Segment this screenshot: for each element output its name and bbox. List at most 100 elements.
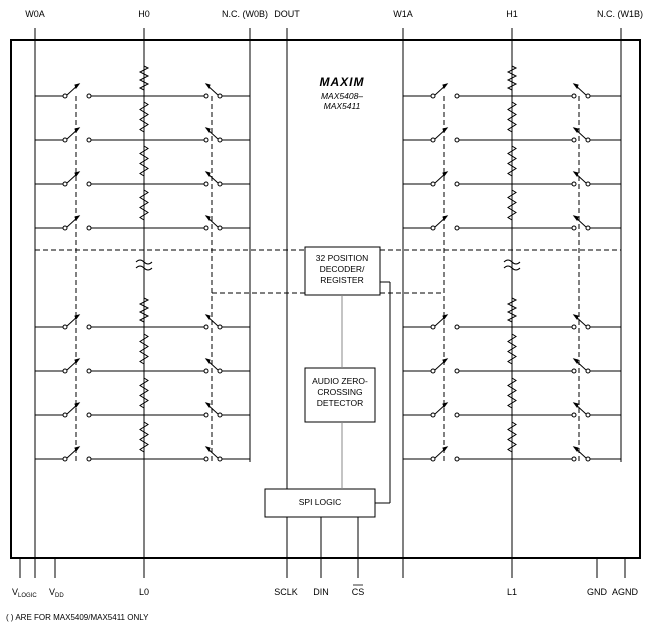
pot1-row5-switch-a-contact <box>454 368 460 374</box>
pot0-row2-switch-a-pivot <box>62 181 68 187</box>
pot0-row0-switch-a-pivot <box>62 93 68 99</box>
maxim-logo-text: MAXIM <box>320 75 365 89</box>
zero-crossing-block <box>304 367 376 423</box>
pot1-row3-switch-a-pivot <box>430 225 436 231</box>
pot1-row0-switch-a-arrow <box>442 83 449 90</box>
pin-label-h0: H0 <box>138 9 150 19</box>
pot0-row5-switch-b-arrow <box>204 358 211 365</box>
pot0-row4-switch-a-contact <box>86 324 92 330</box>
pot1-row0-switch-b-contact <box>571 93 577 99</box>
footnote: ( ) ARE FOR MAX5409/MAX5411 ONLY <box>6 613 149 622</box>
pot1-break-2 <box>503 265 521 271</box>
pot1-break-1 <box>503 259 521 265</box>
internal-wiring <box>19 28 626 578</box>
pot1-row4-switch-b-pivot <box>585 324 591 330</box>
pin-label-w1a: W1A <box>393 9 413 19</box>
pot0-row7-switch-b-contact <box>203 456 209 462</box>
part-number-line2: MAX5411 <box>324 101 361 111</box>
pot1-row1-switch-a-pivot <box>430 137 436 143</box>
pot1-row3-switch-b-pivot <box>585 225 591 231</box>
pin-label-cs: CS <box>352 587 365 597</box>
zero-crossing-label-line3: DETECTOR <box>317 398 364 408</box>
pot0-row6-switch-b-arrow <box>204 402 211 409</box>
pot0-row6-switch-a-contact <box>86 412 92 418</box>
pot1-row1-switch-b-pivot <box>585 137 591 143</box>
decoder-block <box>304 246 381 296</box>
pot0-row1-switch-b-contact <box>203 137 209 143</box>
pin-label-din: DIN <box>313 587 329 597</box>
pot1-row2-switch-a-contact <box>454 181 460 187</box>
pot0-row4-switch-b-contact <box>203 324 209 330</box>
pot0-row7-switch-b-arrow <box>204 446 211 453</box>
pot0-row0-switch-a-contact <box>86 93 92 99</box>
pot0-row3-switch-b-arrow <box>204 215 211 222</box>
chip-outline <box>10 39 641 559</box>
pot0-break-1 <box>135 259 153 265</box>
pot1-row4-switch-b-contact <box>571 324 577 330</box>
pot1-row4-switch-a-pivot <box>430 324 436 330</box>
pot0-res-5 <box>138 297 150 323</box>
pot1-res-3 <box>507 145 517 177</box>
pot1-row2-switch-a-pivot <box>430 181 436 187</box>
pot1-row5-switch-b-pivot <box>585 368 591 374</box>
pot0-row2-switch-b-pivot <box>217 181 223 187</box>
pot0-row7-switch-b-pivot <box>217 456 223 462</box>
pin-label-nc-w1b: N.C. (W1B) <box>597 9 643 19</box>
pot0-res-8 <box>139 421 149 453</box>
pot1-row6-switch-b-pivot <box>585 412 591 418</box>
spi-logic-block <box>264 488 376 518</box>
pot0-row4-switch-b-arrow <box>204 314 211 321</box>
pot1-row5-switch-a-pivot <box>430 368 436 374</box>
pin-label-gnd: GND <box>587 587 608 597</box>
pot1-row4-switch-a-contact <box>454 324 460 330</box>
part-number-line1: MAX5408– <box>321 91 363 101</box>
pot1-row0-switch-b-pivot <box>585 93 591 99</box>
pot0-row3-switch-a-pivot <box>62 225 68 231</box>
pot1-row6-switch-b-arrow <box>572 402 579 409</box>
pot0-res-2 <box>139 101 149 133</box>
pin-label-w0a: W0A <box>25 9 45 19</box>
pot0-row3-switch-a-contact <box>86 225 92 231</box>
pot0-row3-switch-b-contact <box>203 225 209 231</box>
pot0-row1-switch-b-pivot <box>217 137 223 143</box>
pot1-res-2 <box>507 101 517 133</box>
spi-logic-label: SPI LOGIC <box>299 497 342 507</box>
pot0-row1-switch-b-arrow <box>204 127 211 134</box>
pot0-res-6 <box>139 333 149 365</box>
zero-crossing-label-line2: CROSSING <box>317 387 362 397</box>
pot1-row2-switch-b-arrow <box>572 171 579 178</box>
pin-label-sclk: SCLK <box>274 587 298 597</box>
pot0-row7-switch-a-contact <box>86 456 92 462</box>
pot1-row2-switch-b-contact <box>571 181 577 187</box>
pot1-row4-switch-b-arrow <box>572 314 579 321</box>
pin-label-nc-w0b: N.C. (W0B) <box>222 9 268 19</box>
pot1-row3-switch-a-contact <box>454 225 460 231</box>
pin-label-dout: DOUT <box>274 9 300 19</box>
pot0-row4-switch-a-pivot <box>62 324 68 330</box>
pot1-row3-switch-b-contact <box>571 225 577 231</box>
pot1-res-1 <box>506 65 518 91</box>
pot1-res-4 <box>507 189 517 221</box>
pot1-row7-switch-b-arrow <box>572 446 579 453</box>
pot0-row1-switch-a-pivot <box>62 137 68 143</box>
pot1-row1-switch-a-contact <box>454 137 460 143</box>
pot1-row5-switch-b-arrow <box>572 358 579 365</box>
pin-label-l0: L0 <box>139 587 149 597</box>
pot1-row3-switch-b-arrow <box>572 215 579 222</box>
pot1-row0-switch-b-arrow <box>572 83 579 90</box>
pot0-row6-switch-b-pivot <box>217 412 223 418</box>
pot1-res-6 <box>507 333 517 365</box>
pot0-row5-switch-a-contact <box>86 368 92 374</box>
pin-label-h1: H1 <box>506 9 518 19</box>
pot1-res-5 <box>506 297 518 323</box>
pot1-res-8 <box>507 421 517 453</box>
decoder-label-line3: REGISTER <box>320 275 363 285</box>
pot1-row7-switch-a-pivot <box>430 456 436 462</box>
pot0-row5-switch-a-pivot <box>62 368 68 374</box>
decoder-label-line2: DECODER/ <box>320 264 366 274</box>
pin-label-vdd: VDD <box>49 587 64 599</box>
pot1-row7-switch-b-contact <box>571 456 577 462</box>
pot0-res-1 <box>138 65 150 91</box>
pot1-row0-switch-a-pivot <box>430 93 436 99</box>
